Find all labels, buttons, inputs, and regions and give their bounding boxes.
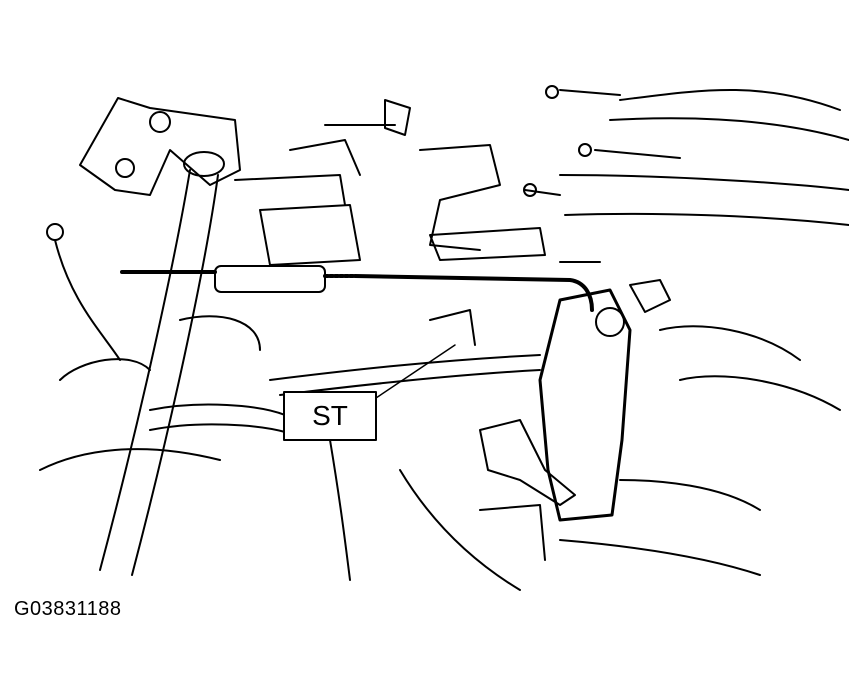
figure-code: G03831188 — [14, 598, 122, 620]
st-callout-box — [283, 391, 377, 441]
left-bracket — [79, 97, 241, 196]
control-cable — [120, 261, 601, 312]
clamp-bracket — [479, 279, 761, 522]
actuator-body — [234, 99, 546, 266]
lower-middle-structure — [269, 309, 841, 591]
st-callout-label: ST — [312, 400, 348, 431]
vertical-hose — [99, 151, 225, 576]
upper-right-assembly — [523, 85, 849, 226]
st-leader-line — [375, 344, 456, 399]
lower-left-components — [39, 223, 286, 471]
